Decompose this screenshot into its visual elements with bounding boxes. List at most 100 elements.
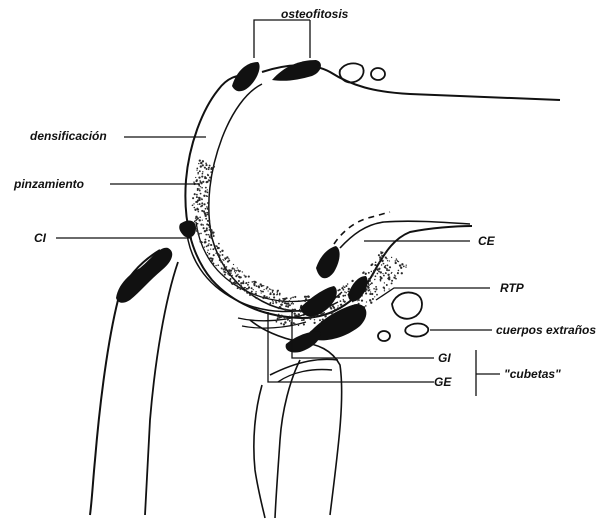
stipple-dot [206,212,207,213]
stipple-dot [315,316,317,318]
stipple-dot [236,270,237,271]
stipple-dot [253,283,255,285]
stipple-dot [205,234,207,236]
cup-contour-5 [278,370,332,383]
stipple-dot [380,276,382,278]
stipple-dot [205,190,207,192]
stipple-dot [250,293,252,295]
stipple-dot [273,293,275,295]
stipple-dot [370,302,372,304]
label-gi: GI [438,351,451,365]
stipple-dot [251,281,253,283]
leader-osteofitosis [254,20,310,58]
stipple-dot [272,300,273,301]
stipple-dot [298,300,300,302]
stipple-dot [345,285,347,287]
stipple-dot [391,280,393,282]
osteophyte-lateral-right [348,276,368,301]
stipple-dot [279,294,281,296]
stipple-dot [243,280,245,282]
stipple-dot [251,287,253,289]
stipple-dot [357,300,358,301]
stipple-dot [285,305,287,307]
stipple-dot [329,306,331,308]
stipple-dot [225,266,227,268]
stipple-dot [347,283,349,285]
stipple-dot [196,168,198,170]
stipple-dot [230,278,232,280]
stipple-dot [212,263,214,265]
stipple-dot [337,305,338,306]
stipple-dot [368,272,370,274]
stipple-dot [375,275,377,277]
stipple-dot [291,303,292,304]
stipple-dot [365,273,367,275]
stipple-dot [206,206,208,208]
stipple-dot [210,248,211,249]
cup-contour-3 [254,385,265,518]
stipple-dot [268,290,269,291]
stipple-dot [382,273,383,274]
stipple-dot [279,316,281,318]
stipple-dot [278,300,280,302]
stipple-dot [223,260,224,261]
bracket-cubetas [476,350,500,396]
stipple-dot [242,282,244,284]
stipple-dot [389,260,390,261]
stipple-dot [287,306,289,308]
stipple-dot [207,212,208,213]
stipple-dot [199,181,201,183]
stipple-dot [371,282,373,284]
stipple-dot [282,298,284,300]
stipple-dot [198,163,199,164]
stipple-dot [198,211,200,213]
stipple-dot [272,290,274,292]
stipple-dot [280,304,282,306]
stipple-dot [200,193,202,195]
acetabulum-inner-contour [209,84,338,311]
stipple-dot [386,264,388,266]
stipple-dot [202,181,204,183]
stipple-dot [199,159,201,161]
stipple-dot [283,323,285,325]
stipple-dot [197,173,198,174]
stipple-dot [305,298,307,300]
stipple-dot [379,258,381,260]
stipple-dot [199,190,201,192]
stipple-dot [224,274,226,276]
stipple-dot [258,285,260,287]
stipple-dot [263,285,264,286]
cup-contour-2 [270,359,338,375]
stipple-dot [200,162,202,164]
stipple-dot [396,260,397,261]
stipple-dot [284,321,286,323]
stipple-dot [296,315,298,317]
stipple-dot [371,271,372,272]
stipple-dot [210,168,212,170]
stipple-dot [324,315,326,317]
stipple-dot [280,322,282,324]
stipple-dot [375,261,377,263]
stipple-dot [237,274,238,275]
stipple-dot [303,323,305,325]
stipple-dot [343,286,344,287]
stipple-dot [266,286,268,288]
stipple-dot [203,227,205,229]
stipple-dot [343,299,344,300]
stipple-dot [374,272,375,273]
stipple-dot [211,258,213,260]
stipple-dot [351,280,353,282]
acetabulum-outer-contour [185,76,472,318]
stipple-dot [220,261,222,263]
stipple-dot [197,223,199,225]
stipple-dot [391,282,393,284]
stipple-dot [281,301,283,303]
stipple-dot [238,276,240,278]
stipple-dot [283,309,284,310]
stipple-dot [385,257,387,259]
stipple-dot [196,228,198,230]
stipple-dot [278,314,279,315]
stipple-dot [272,292,273,293]
stipple-dot [192,204,194,206]
